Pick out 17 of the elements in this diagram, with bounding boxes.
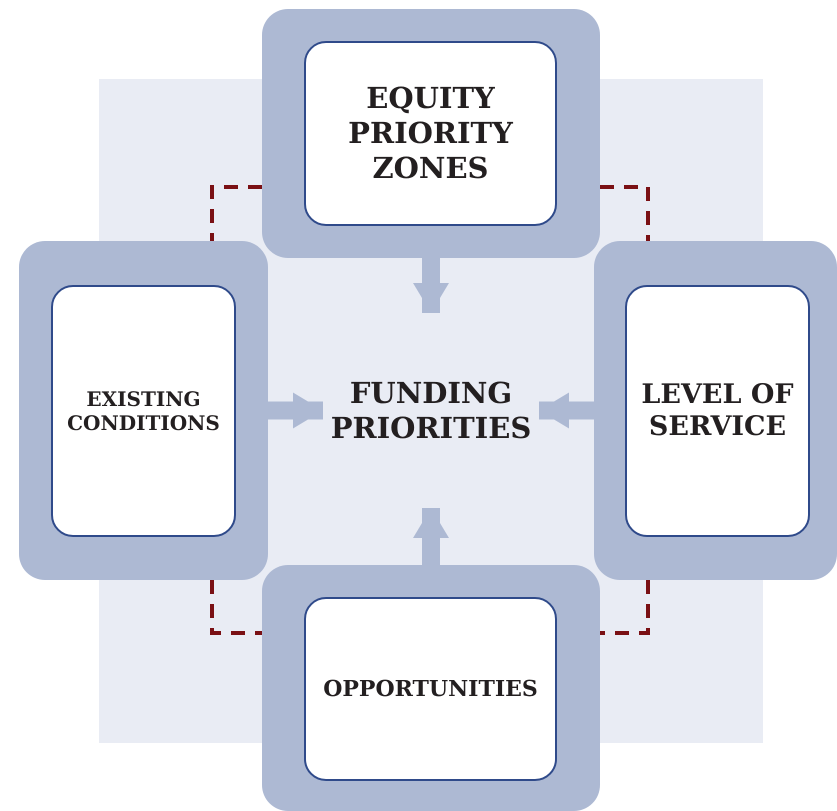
process-frame xyxy=(262,9,600,258)
arrow xyxy=(268,392,323,428)
dashed-connector xyxy=(600,580,650,635)
center-title: FUNDING PRIORITIES xyxy=(330,376,532,446)
process-frame xyxy=(262,565,600,811)
arrow xyxy=(413,508,449,565)
dashed-connector xyxy=(210,580,262,635)
process-frame xyxy=(19,241,268,580)
arrow xyxy=(413,258,449,313)
box-title: LEVEL OF SERVICE xyxy=(640,378,795,444)
box-title: OPPORTUNITIES xyxy=(323,676,538,702)
process-frame xyxy=(594,241,837,580)
arrow xyxy=(539,392,594,428)
dashed-connector xyxy=(600,185,650,241)
box-title: EXISTING CONDITIONS xyxy=(66,387,221,435)
box-title: EQUITY PRIORITY ZONES xyxy=(347,81,514,186)
dashed-connector xyxy=(210,185,262,241)
